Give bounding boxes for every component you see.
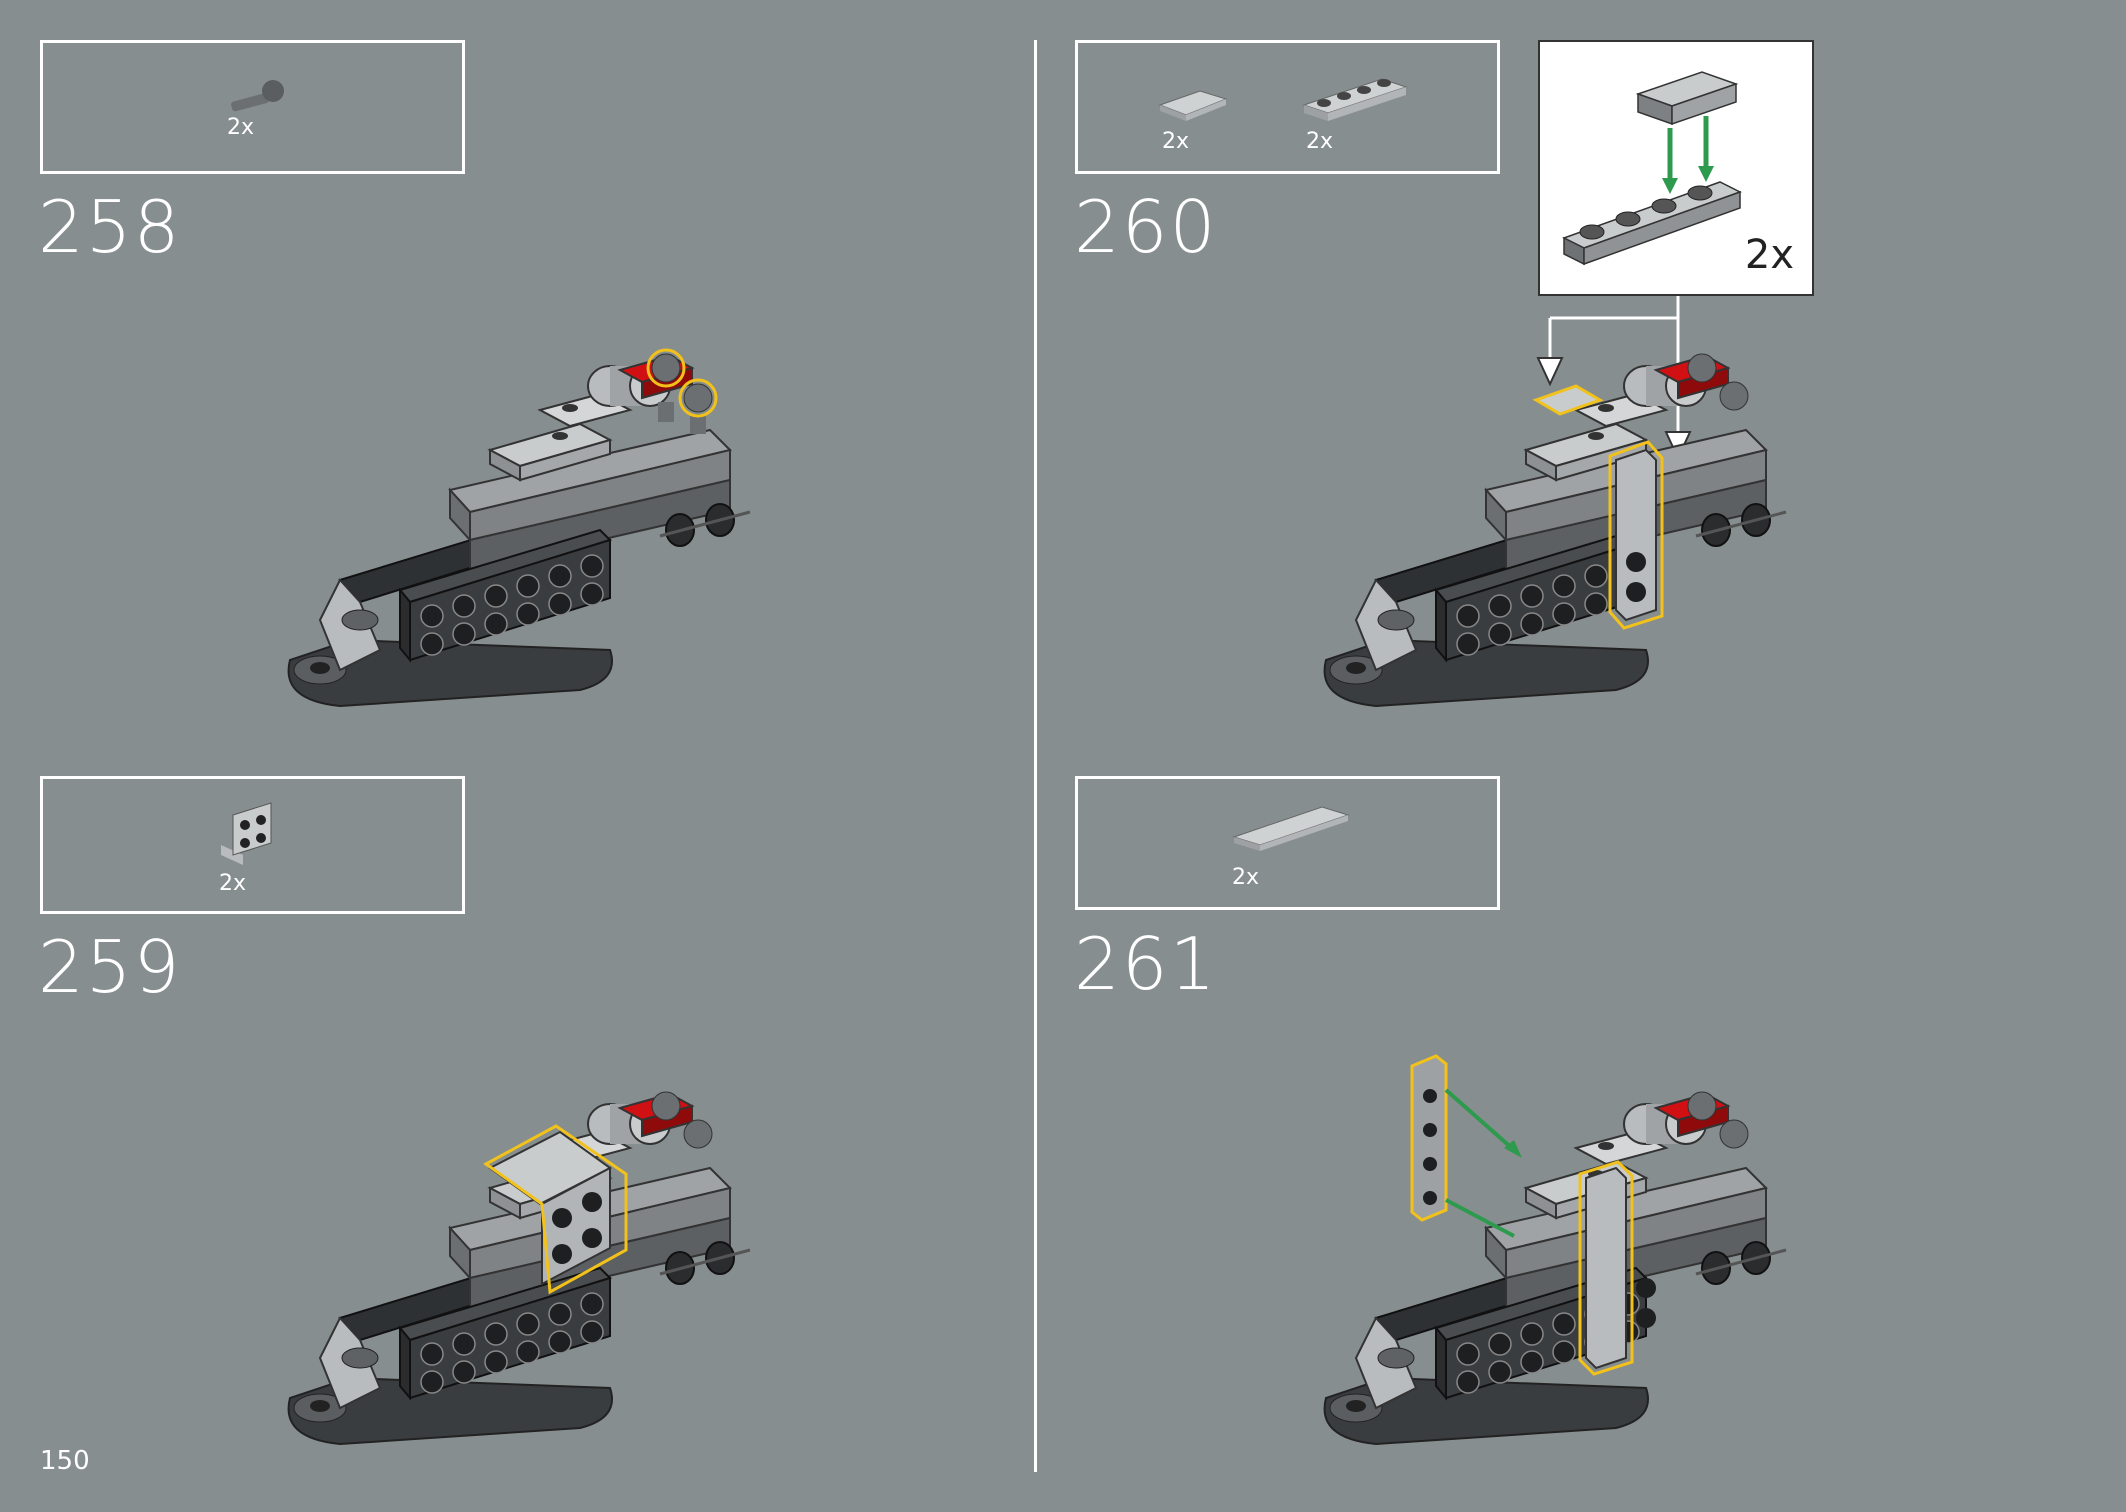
- page-divider: [1034, 40, 1037, 1472]
- assembly-illustration: [1323, 1091, 1788, 1446]
- subassembly-qty: 2x: [1744, 232, 1794, 278]
- step-number-258: 258: [38, 185, 182, 269]
- angle-bracket-plate-icon: [221, 802, 272, 865]
- model-step-259: [280, 1078, 760, 1458]
- step-number-261: 261: [1074, 922, 1218, 1006]
- tile-1x2-icon: [1158, 90, 1228, 121]
- subassembly-diagram: [1562, 71, 1742, 266]
- page-number: 150: [40, 1446, 90, 1476]
- part-qty: 2x: [1232, 865, 1260, 890]
- model-step-260: [1316, 340, 1796, 720]
- step-number-260: 260: [1074, 185, 1218, 269]
- parts-box-258: 2x: [40, 40, 465, 174]
- assembly-illustration: [1323, 353, 1788, 708]
- parts-box-259: 2x: [40, 776, 465, 914]
- parts-box-260: 2x 2x: [1075, 40, 1500, 174]
- tile-1x4-icon: [1232, 806, 1350, 851]
- ball-joint-pin-icon: [231, 80, 284, 112]
- part-qty: 2x: [1162, 129, 1190, 154]
- assembly-illustration: [287, 348, 752, 708]
- part-qty: 2x: [219, 871, 247, 896]
- step-number-259: 259: [38, 925, 182, 1009]
- model-step-261: [1316, 1078, 1796, 1458]
- parts-box-261: 2x: [1075, 776, 1500, 910]
- subassembly-callout: 2x: [1538, 40, 1814, 296]
- plate-1x4-icon: [1302, 78, 1408, 121]
- assembly-illustration: [287, 1091, 752, 1446]
- tile-placement-261: [1410, 1054, 1522, 1238]
- model-step-258: [280, 340, 760, 720]
- part-qty: 2x: [227, 115, 255, 140]
- part-qty: 2x: [1306, 129, 1334, 154]
